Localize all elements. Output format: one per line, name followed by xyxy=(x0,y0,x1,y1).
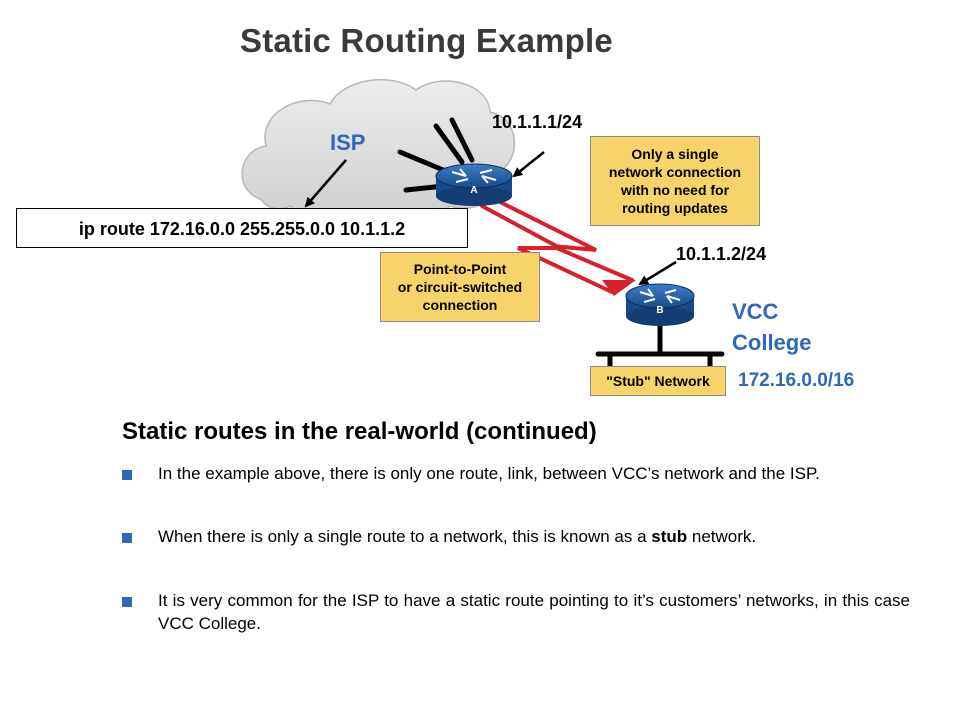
bullet-text-before: When there is only a single route to a n… xyxy=(158,527,652,546)
serial-link xyxy=(480,194,634,294)
route-command-box: ip route 172.16.0.0 255.255.0.0 10.1.1.2 xyxy=(16,208,468,248)
router-a: A xyxy=(435,163,513,206)
bullet-square-icon xyxy=(122,597,132,607)
section-heading: Static routes in the real-world (continu… xyxy=(122,418,597,445)
bullet-text: When there is only a single route to a n… xyxy=(158,525,910,548)
bullet-text-bold: stub xyxy=(651,527,688,546)
callout-point-to-point: Point-to-Point or circuit-switched conne… xyxy=(380,252,540,322)
callout-line: Point-to-Point xyxy=(413,261,507,277)
isp-route-arrow xyxy=(304,159,347,208)
callout-line: routing updates xyxy=(622,200,728,216)
bullet-text: It is very common for the ISP to have a … xyxy=(158,591,910,633)
ip-a-arrow xyxy=(512,151,545,178)
bullet-text-after: network. xyxy=(687,527,757,546)
site-label-line2: College xyxy=(732,330,812,355)
router-b-ip-label: 10.1.1.2/24 xyxy=(676,244,767,264)
isp-label: ISP xyxy=(330,130,366,155)
callout-line: network connection xyxy=(608,164,742,180)
router-b: B xyxy=(625,283,695,326)
bullet-square-icon xyxy=(122,470,132,480)
slide-title: Static Routing Example xyxy=(240,22,613,59)
router-a-ip-label: 10.1.1.1/24 xyxy=(492,112,583,132)
callout-line: or circuit-switched xyxy=(397,279,523,295)
callout-line: Only a single xyxy=(631,146,719,162)
network-diagram: A B xyxy=(241,78,725,371)
bullet-square-icon xyxy=(122,533,132,543)
bullet-text: In the example above, there is only one … xyxy=(158,464,820,483)
callout-single-connection: Only a single network connection with no… xyxy=(590,136,760,226)
router-a-letter: A xyxy=(470,185,477,196)
callout-line: with no need for xyxy=(620,182,730,198)
site-label-line1: VCC xyxy=(732,299,779,324)
site-label: VCC College xyxy=(732,296,811,358)
stub-network-box: "Stub" Network xyxy=(590,366,726,396)
stub-network-prefix: 172.16.0.0/16 xyxy=(738,370,855,391)
callout-line: connection xyxy=(422,297,498,313)
serial-link-arrow xyxy=(602,280,636,296)
router-b-letter: B xyxy=(656,305,663,316)
ip-b-arrow xyxy=(638,260,677,286)
